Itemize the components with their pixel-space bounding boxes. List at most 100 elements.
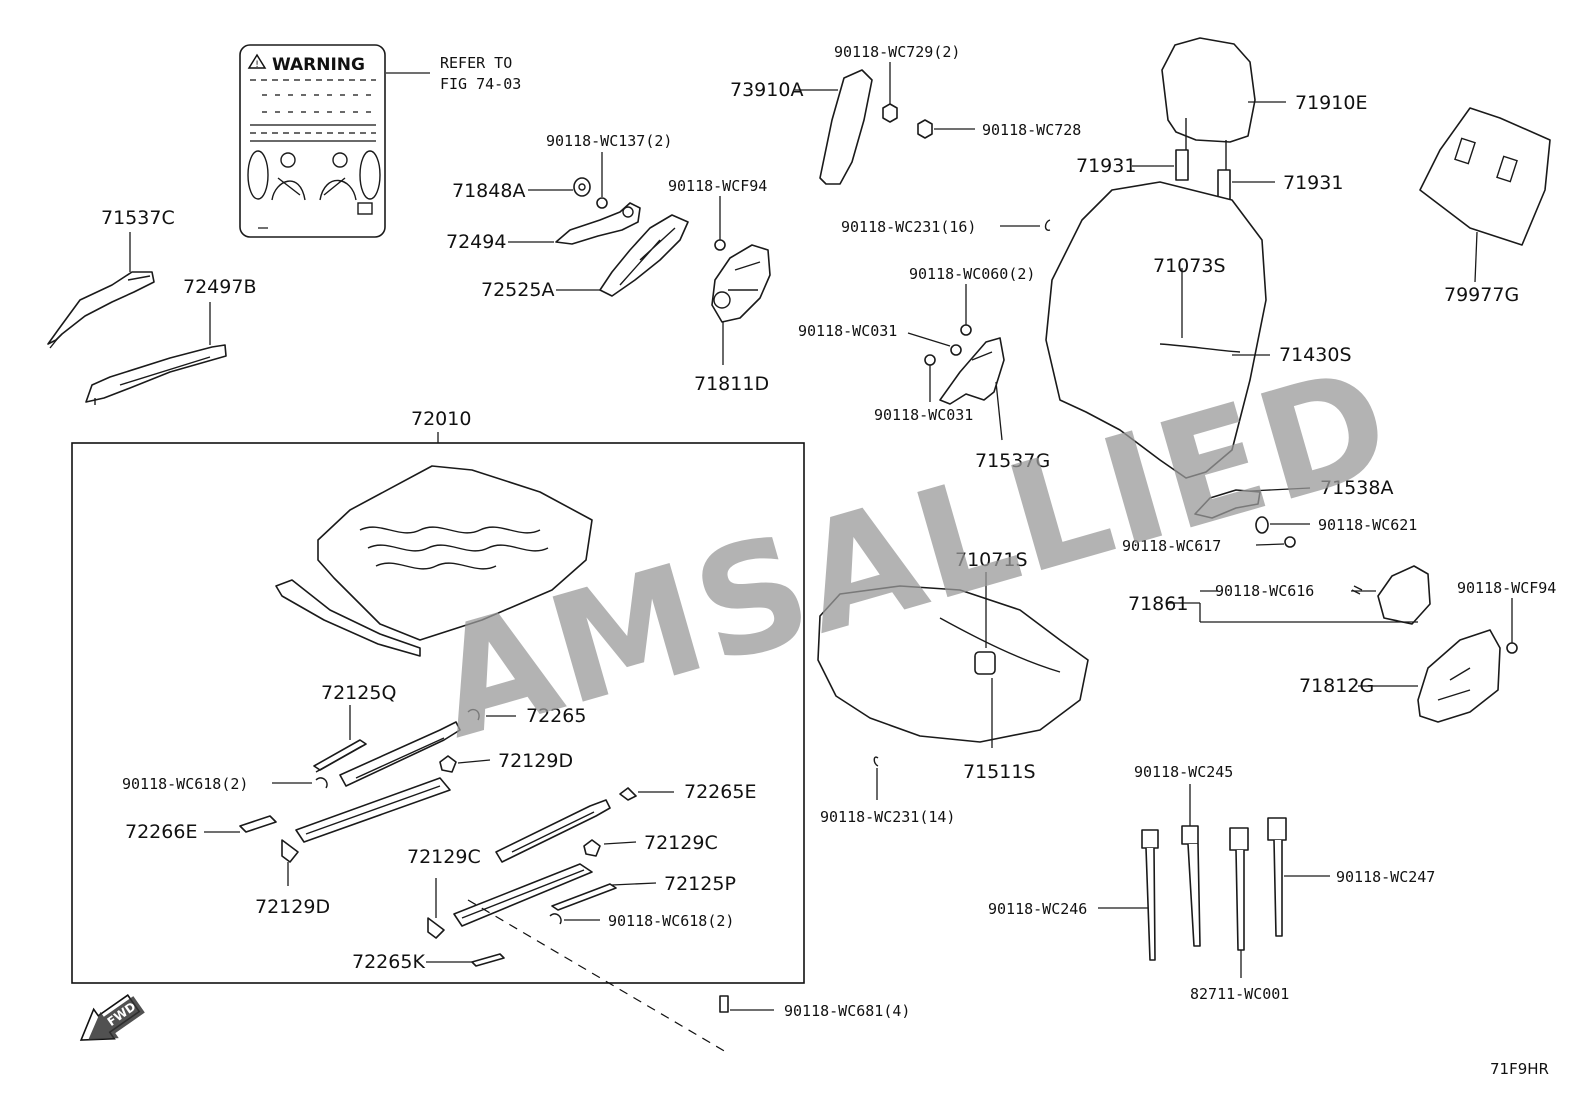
part-72129C-b: 72129C bbox=[407, 846, 481, 939]
part-73910A: 73910A bbox=[730, 69, 873, 185]
part-72494: 72494 bbox=[446, 202, 641, 253]
label-71537C: 71537C bbox=[101, 207, 175, 229]
part-90118-WC247: 90118-WC247 bbox=[1267, 817, 1435, 937]
label-72125P: 72125P bbox=[664, 873, 736, 895]
label-72129D-a: 72129D bbox=[498, 750, 573, 772]
part-90118-WC681: 90118-WC681(4) bbox=[719, 995, 910, 1020]
part-90118-WC621: 90118-WC621 bbox=[1255, 516, 1417, 534]
part-71931-a: 71931 bbox=[1076, 118, 1189, 181]
label-72265: 72265 bbox=[526, 705, 586, 727]
label-wc621: 90118-WC621 bbox=[1318, 516, 1417, 534]
label-wc001: 82711-WC001 bbox=[1190, 985, 1289, 1003]
part-72265: 72265 bbox=[467, 705, 586, 727]
label-wc231-14: 90118-WC231(14) bbox=[820, 808, 955, 826]
drawing-code: 71F9HR bbox=[1490, 1060, 1549, 1078]
label-wc231-16: 90118-WC231(16) bbox=[841, 218, 976, 236]
label-72125Q: 72125Q bbox=[321, 682, 396, 704]
part-90118-WC137: 90118-WC137(2) bbox=[546, 132, 672, 209]
part-72265E: 72265E bbox=[619, 781, 756, 803]
label-72129C-b: 72129C bbox=[407, 846, 481, 868]
label-wcf94-a: 90118-WCF94 bbox=[668, 177, 767, 195]
part-72265K: 72265K bbox=[352, 951, 505, 973]
warning-label: ! WARNING REFER TO FIG 74-03 bbox=[239, 44, 521, 238]
part-71538A: 71538A bbox=[1194, 477, 1393, 519]
label-71812G: 71812G bbox=[1299, 675, 1374, 697]
label-71071S: 71071S bbox=[955, 549, 1028, 571]
part-lower-rail-right bbox=[453, 863, 593, 927]
part-72129D-b: 72129D bbox=[255, 839, 330, 918]
label-71931-b: 71931 bbox=[1283, 172, 1343, 194]
part-seat-cushion: 71071S 71511S bbox=[817, 549, 1089, 783]
label-wc246: 90118-WC246 bbox=[988, 900, 1087, 918]
part-90118-WC245: 90118-WC245 bbox=[1134, 763, 1233, 947]
label-wc617: 90118-WC617 bbox=[1122, 537, 1221, 555]
label-72129C-a: 72129C bbox=[644, 832, 718, 854]
label-wc245: 90118-WC245 bbox=[1134, 763, 1233, 781]
label-71861: 71861 bbox=[1128, 593, 1188, 615]
label-71811D: 71811D bbox=[694, 373, 769, 395]
label-71430S: 71430S bbox=[1279, 344, 1352, 366]
part-71931-b: 71931 bbox=[1217, 140, 1343, 201]
part-71812G: 71812G bbox=[1299, 629, 1501, 723]
part-90118-WC617: 90118-WC617 bbox=[1122, 536, 1296, 555]
part-72266E: 72266E bbox=[125, 815, 277, 843]
refer-text-1: REFER TO bbox=[440, 54, 512, 72]
label-71511S: 71511S bbox=[963, 761, 1036, 783]
part-72129D-a: 72129D bbox=[439, 750, 573, 773]
part-72497B: 72497B bbox=[85, 276, 256, 405]
part-upper-rail-right bbox=[495, 799, 611, 863]
label-wc728: 90118-WC728 bbox=[982, 121, 1081, 139]
label-72129D-b: 72129D bbox=[255, 896, 330, 918]
part-90118-WC031-a: 90118-WC031 bbox=[798, 322, 962, 356]
label-wc031-b: 90118-WC031 bbox=[874, 406, 973, 424]
label-71910E: 71910E bbox=[1295, 92, 1367, 114]
label-73910A: 73910A bbox=[730, 79, 803, 101]
part-90118-WC729: 90118-WC729(2) bbox=[834, 43, 960, 123]
part-90118-WC031-b: 90118-WC031 bbox=[874, 354, 973, 424]
part-90118-WC728: 90118-WC728 bbox=[917, 119, 1081, 139]
label-wc618-a: 90118-WC618(2) bbox=[122, 775, 248, 793]
refer-text-2: FIG 74-03 bbox=[440, 75, 521, 93]
part-82711-WC001: 82711-WC001 bbox=[1190, 827, 1289, 1003]
label-79977G: 79977G bbox=[1444, 284, 1519, 306]
label-71537G: 71537G bbox=[975, 450, 1050, 472]
label-71931-a: 71931 bbox=[1076, 155, 1136, 177]
label-72010: 72010 bbox=[411, 408, 471, 430]
part-71537C: 71537C bbox=[47, 207, 175, 349]
label-72265E: 72265E bbox=[684, 781, 756, 803]
part-71811D: 71811D bbox=[694, 244, 771, 395]
part-71848A: 71848A bbox=[452, 177, 591, 202]
part-90118-WC618-b: 90118-WC618(2) bbox=[549, 912, 734, 930]
label-72266E: 72266E bbox=[125, 821, 197, 843]
part-72125Q: 72125Q bbox=[313, 682, 396, 773]
part-90118-WC246: 90118-WC246 bbox=[988, 829, 1159, 961]
label-wc031-a: 90118-WC031 bbox=[798, 322, 897, 340]
part-seat-frame bbox=[275, 465, 593, 657]
label-wc060: 90118-WC060(2) bbox=[909, 265, 1035, 283]
label-wc247: 90118-WC247 bbox=[1336, 868, 1435, 886]
label-72265K: 72265K bbox=[352, 951, 425, 973]
label-wcf94-b: 90118-WCF94 bbox=[1457, 579, 1556, 597]
svg-text:!: ! bbox=[255, 60, 259, 70]
frame-assembly-group: 72010 72125Q 72265 90118-WC618(2 bbox=[71, 408, 805, 984]
part-90118-WCF94-b: 90118-WCF94 bbox=[1457, 579, 1556, 654]
part-seatback: 71073S 71430S bbox=[1045, 181, 1352, 479]
warning-title: WARNING bbox=[272, 55, 365, 75]
part-90118-WC618-a: 90118-WC618(2) bbox=[122, 775, 328, 793]
part-71910E: 71910E bbox=[1161, 37, 1367, 143]
label-wc616: 90118-WC616 bbox=[1215, 582, 1314, 600]
label-71073S: 71073S bbox=[1153, 255, 1226, 277]
label-wc137: 90118-WC137(2) bbox=[546, 132, 672, 150]
part-lower-rail-left bbox=[295, 777, 451, 843]
label-72494: 72494 bbox=[446, 231, 506, 253]
part-90118-WC231-16: 90118-WC231(16) bbox=[841, 218, 1051, 236]
part-upper-rail-left bbox=[339, 721, 461, 787]
part-79977G: 79977G bbox=[1419, 107, 1551, 306]
label-wc729: 90118-WC729(2) bbox=[834, 43, 960, 61]
part-90118-WCF94-a: 90118-WCF94 bbox=[668, 177, 767, 251]
part-90118-WC231-14: 90118-WC231(14) bbox=[820, 756, 955, 826]
label-wc681: 90118-WC681(4) bbox=[784, 1002, 910, 1020]
part-72525A: 72525A bbox=[481, 214, 689, 301]
part-71537G: 71537G bbox=[939, 337, 1050, 472]
